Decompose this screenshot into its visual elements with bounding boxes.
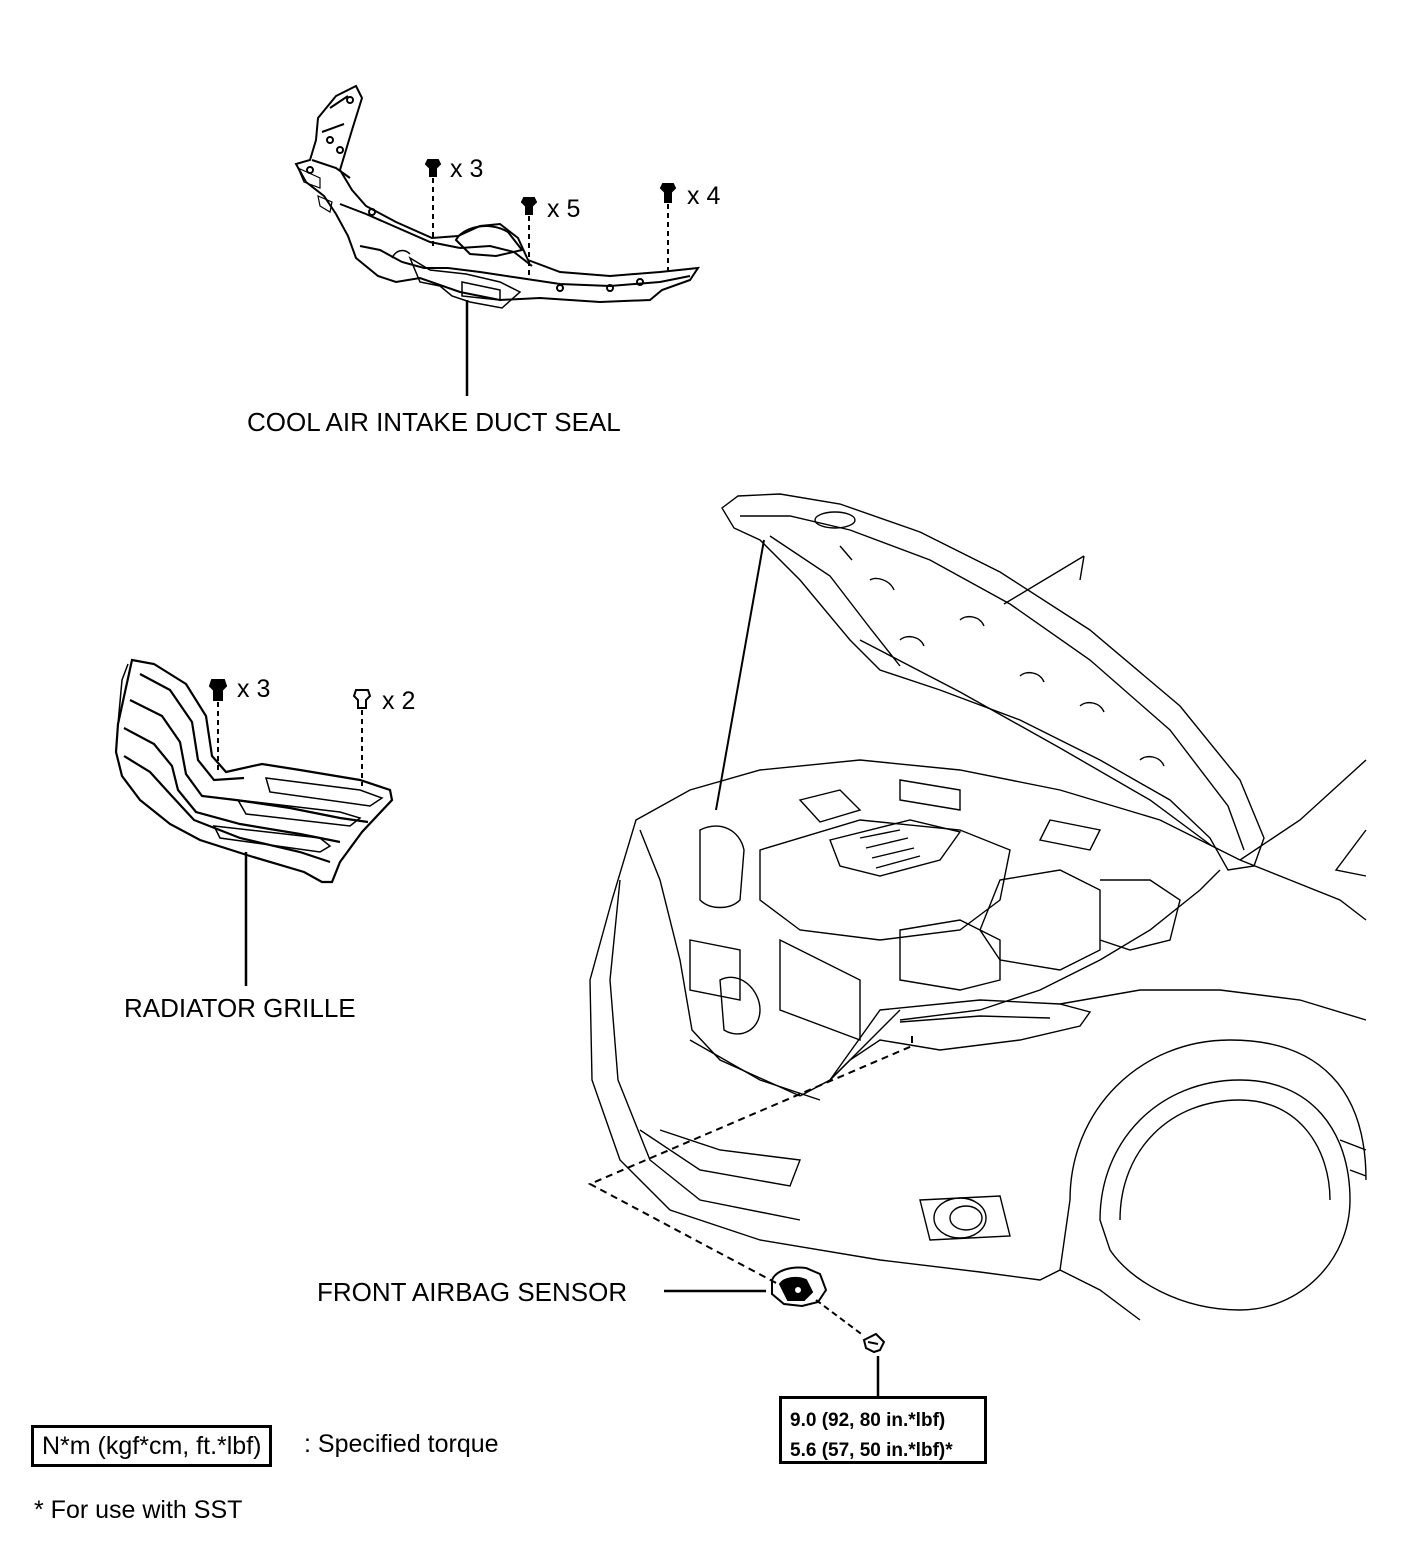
clip-icon — [520, 197, 538, 278]
bolt-icon — [862, 1332, 886, 1354]
duct-seal-label: COOL AIR INTAKE DUCT SEAL — [247, 407, 621, 437]
duct-clip-a-count: x 3 — [450, 155, 484, 183]
clip-icon — [424, 159, 442, 250]
duct-clip-c-count: x 4 — [687, 182, 721, 210]
front-airbag-sensor-label: FRONT AIRBAG SENSOR — [317, 1277, 628, 1307]
torque-spec-line-2: 5.6 (57, 50 in.*lbf)* — [790, 1440, 953, 1461]
sensor-bolt-dash — [815, 1299, 865, 1337]
torque-unit-legend: N*m (kgf*cm, ft.*lbf) — [31, 1425, 273, 1467]
clip-icon — [659, 183, 677, 276]
sensor-locator-line — [587, 1036, 913, 1285]
front-airbag-sensor-illustration — [771, 1266, 828, 1308]
sst-note: * For use with SST — [34, 1496, 243, 1524]
duct-clip-b-count: x 5 — [547, 195, 581, 223]
torque-spec-box: 9.0 (92, 80 in.*lbf) 5.6 (57, 50 in.*lbf… — [779, 1396, 987, 1464]
radiator-grille-label: RADIATOR GRILLE — [124, 993, 356, 1023]
torque-legend-description: : Specified torque — [304, 1430, 499, 1458]
clip-icon — [352, 689, 372, 786]
radiator-grille-illustration — [114, 658, 394, 884]
vehicle-front-illustration — [589, 493, 1367, 1321]
grille-clip-count: x 2 — [382, 687, 416, 715]
grille-bolt-count: x 3 — [237, 675, 271, 703]
torque-spec-line-1: 9.0 (92, 80 in.*lbf) — [790, 1410, 946, 1431]
duct-seal-illustration — [294, 84, 701, 309]
bolt-icon — [208, 679, 228, 770]
